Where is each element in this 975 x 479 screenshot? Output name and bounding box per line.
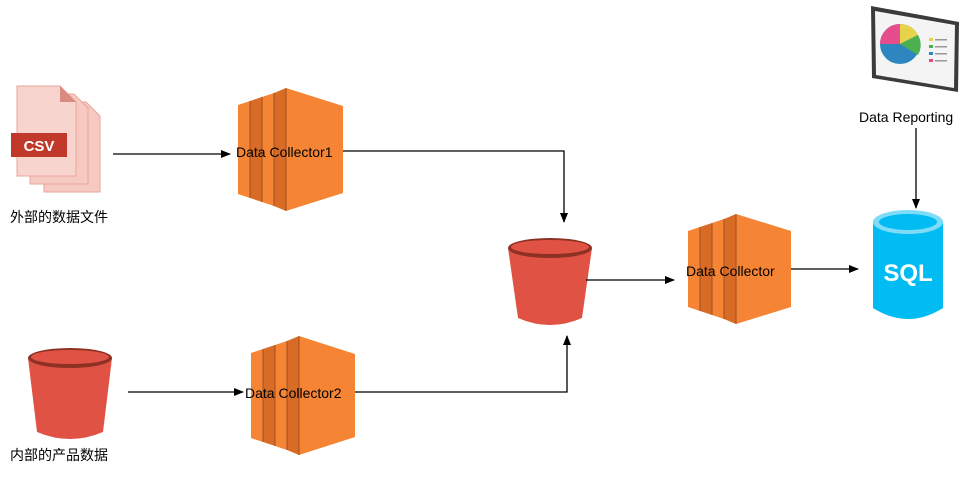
collector1-icon[interactable]: [238, 88, 343, 211]
collector2-label: Data Collector2: [245, 385, 342, 401]
csv-files-icon[interactable]: CSV: [11, 85, 101, 193]
csv-files-label: 外部的数据文件: [10, 209, 108, 225]
collector-label: Data Collector: [686, 263, 775, 279]
sql-database-icon[interactable]: SQL: [873, 210, 943, 319]
product-data-bucket-icon[interactable]: [28, 348, 112, 439]
collector2-icon[interactable]: [251, 336, 355, 455]
pie-chart-icon: [880, 23, 921, 64]
csv-icon-text: CSV: [24, 138, 55, 155]
collector-icon[interactable]: [688, 214, 791, 324]
storage-bucket-icon[interactable]: [508, 238, 592, 325]
reporting-label: Data Reporting: [859, 109, 953, 125]
product-data-label: 内部的产品数据: [10, 447, 108, 463]
edge-collector2-to-bucket: [355, 335, 571, 393]
edge-collector1-to-bucket: [343, 150, 568, 223]
reporting-screen-icon[interactable]: [871, 6, 959, 92]
collector1-label: Data Collector1: [236, 144, 333, 160]
sql-icon-text: SQL: [883, 260, 932, 287]
